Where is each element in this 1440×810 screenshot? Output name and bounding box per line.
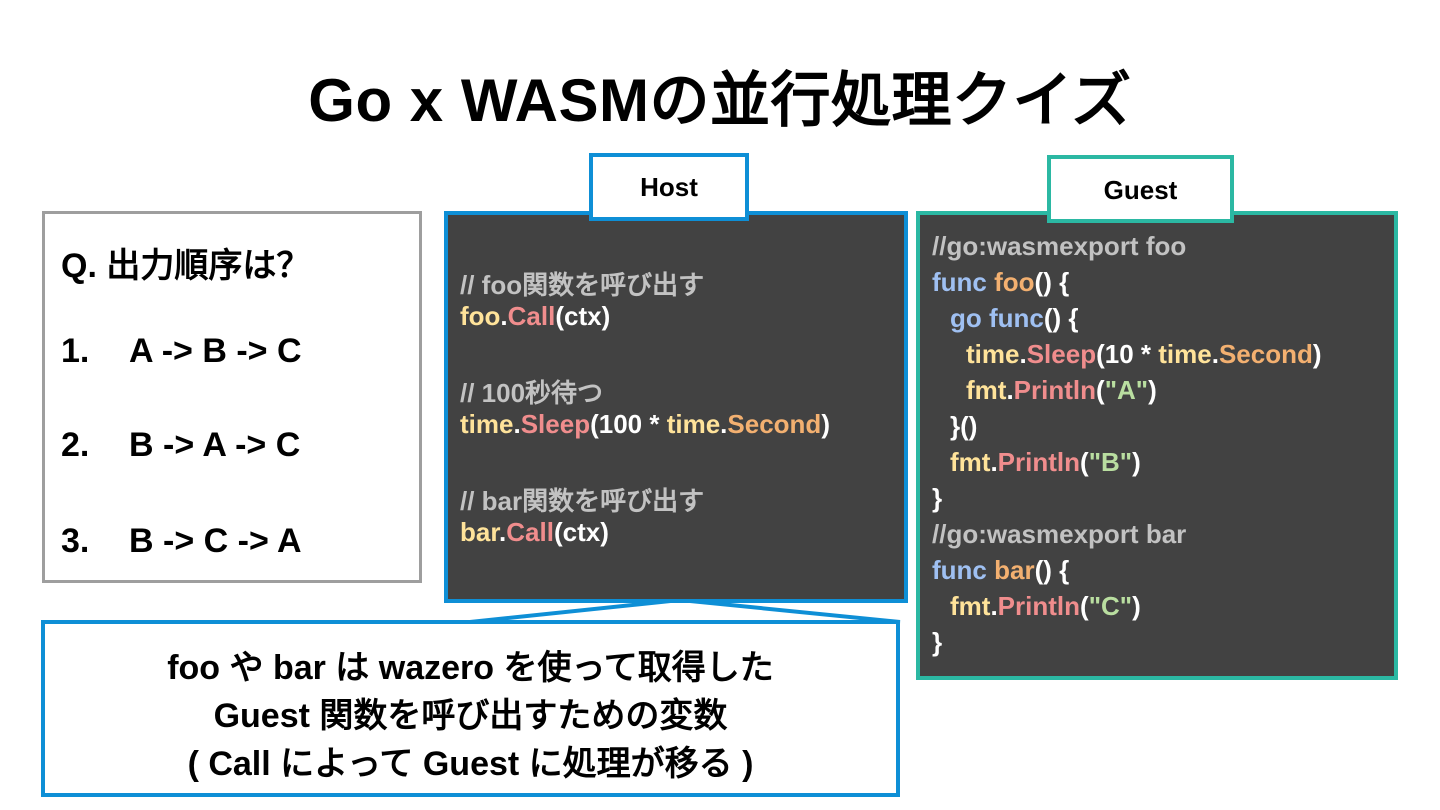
code-method: Call: [506, 517, 554, 547]
code-punct: ): [1312, 339, 1322, 369]
code-comment: // bar関数を呼び出す: [460, 486, 705, 516]
code-punct: .: [1211, 339, 1219, 369]
code-method: Call: [507, 301, 556, 331]
code-identifier: fmt: [950, 591, 991, 621]
callout-line-2: Guest 関数を呼び出すための変数: [213, 697, 728, 735]
slide-title: Go x WASMの並行処理クイズ: [308, 67, 1132, 134]
code-keyword: func: [932, 267, 995, 297]
code-punct: .: [500, 301, 508, 331]
code-method: Sleep: [520, 409, 591, 439]
code-func-name: bar: [994, 555, 1035, 585]
code-field: Second: [1218, 339, 1313, 369]
code-identifier: fmt: [966, 375, 1007, 405]
code-punct: ): [1132, 591, 1141, 621]
callout-line-3: ( Call によって Guest に処理が移る ): [187, 745, 754, 783]
code-identifier: time: [460, 409, 514, 439]
code-line: func foo() {: [932, 267, 1069, 298]
code-method: Println: [997, 591, 1081, 621]
code-punct: .: [720, 409, 728, 439]
code-line: func bar() {: [932, 555, 1069, 586]
code-string: "C": [1088, 591, 1133, 621]
code-punct: .: [990, 591, 998, 621]
option-1: 1. A -> B -> C: [61, 332, 302, 371]
code-comment: // foo関数を呼び出す: [460, 270, 705, 300]
code-method: Println: [1013, 375, 1097, 405]
code-identifier: time: [1158, 339, 1212, 369]
code-line: time.Sleep(100 * time.Second): [460, 409, 830, 440]
option-number: 2.: [61, 426, 90, 464]
code-punct: (: [1080, 591, 1089, 621]
code-field: Second: [727, 409, 822, 439]
code-comment: //go:wasmexport bar: [932, 519, 1187, 549]
option-2: 2. B -> A -> C: [61, 426, 300, 465]
code-line: fmt.Println("A"): [966, 375, 1157, 406]
code-punct: ): [821, 409, 830, 439]
code-keyword: func: [932, 555, 995, 585]
guest-code-panel: //go:wasmexport foo func foo() { go func…: [916, 211, 1398, 680]
code-identifier: fmt: [950, 447, 991, 477]
option-3: 3. B -> C -> A: [61, 522, 302, 561]
host-label: Host: [589, 153, 749, 221]
guest-label: Guest: [1047, 155, 1234, 223]
code-string: "B": [1088, 447, 1133, 477]
code-punct: ): [1148, 375, 1157, 405]
code-line: fmt.Println("B"): [950, 447, 1141, 478]
code-line: fmt.Println("C"): [950, 591, 1141, 622]
code-line: }: [932, 627, 943, 657]
code-line: }: [932, 483, 943, 513]
code-punct: .: [1019, 339, 1027, 369]
code-punct: () {: [1034, 267, 1070, 297]
code-identifier: time: [966, 339, 1020, 369]
code-keyword: func: [989, 303, 1044, 333]
code-func-name: foo: [994, 267, 1035, 297]
code-line: go func() {: [950, 303, 1079, 334]
code-line: time.Sleep(10 * time.Second): [966, 339, 1322, 370]
question-title: Q. 出力順序は？: [61, 247, 311, 285]
host-code-panel: // foo関数を呼び出す foo.Call(ctx) // 100秒待つ ti…: [444, 211, 908, 603]
code-punct: .: [990, 447, 998, 477]
option-text: B -> C -> A: [129, 522, 302, 560]
code-args: (100 *: [590, 409, 667, 439]
code-method: Println: [997, 447, 1081, 477]
callout-box: foo や bar は wazero を使って取得した Guest 関数を呼び出…: [41, 620, 900, 797]
code-identifier: foo: [460, 301, 501, 331]
code-args: (ctx): [553, 517, 609, 547]
code-identifier: bar: [460, 517, 500, 547]
callout-line-1: foo や bar は wazero を使って取得した: [167, 649, 774, 687]
option-number: 3.: [61, 522, 90, 560]
option-text: A -> B -> C: [129, 332, 302, 370]
option-number: 1.: [61, 332, 90, 370]
code-punct: () {: [1034, 555, 1070, 585]
code-punct: () {: [1043, 303, 1079, 333]
code-punct: ): [1132, 447, 1141, 477]
code-identifier: time: [666, 409, 721, 439]
code-method: Sleep: [1026, 339, 1097, 369]
code-line: }(): [950, 411, 978, 441]
code-comment: //go:wasmexport foo: [932, 231, 1187, 261]
code-punct: (: [1096, 375, 1105, 405]
code-args: (ctx): [555, 301, 611, 331]
question-box: Q. 出力順序は？ 1. A -> B -> C 2. B -> A -> C 3.…: [42, 211, 422, 583]
code-line: foo.Call(ctx): [460, 301, 610, 332]
code-string: "A": [1104, 375, 1149, 405]
code-punct: .: [513, 409, 521, 439]
option-text: B -> A -> C: [129, 426, 301, 464]
code-punct: (: [1080, 447, 1089, 477]
code-comment: // 100秒待つ: [460, 378, 604, 408]
code-keyword: go: [950, 303, 989, 333]
code-punct: .: [499, 517, 507, 547]
code-line: bar.Call(ctx): [460, 517, 609, 548]
code-args: (10 *: [1096, 339, 1159, 369]
code-punct: .: [1006, 375, 1014, 405]
